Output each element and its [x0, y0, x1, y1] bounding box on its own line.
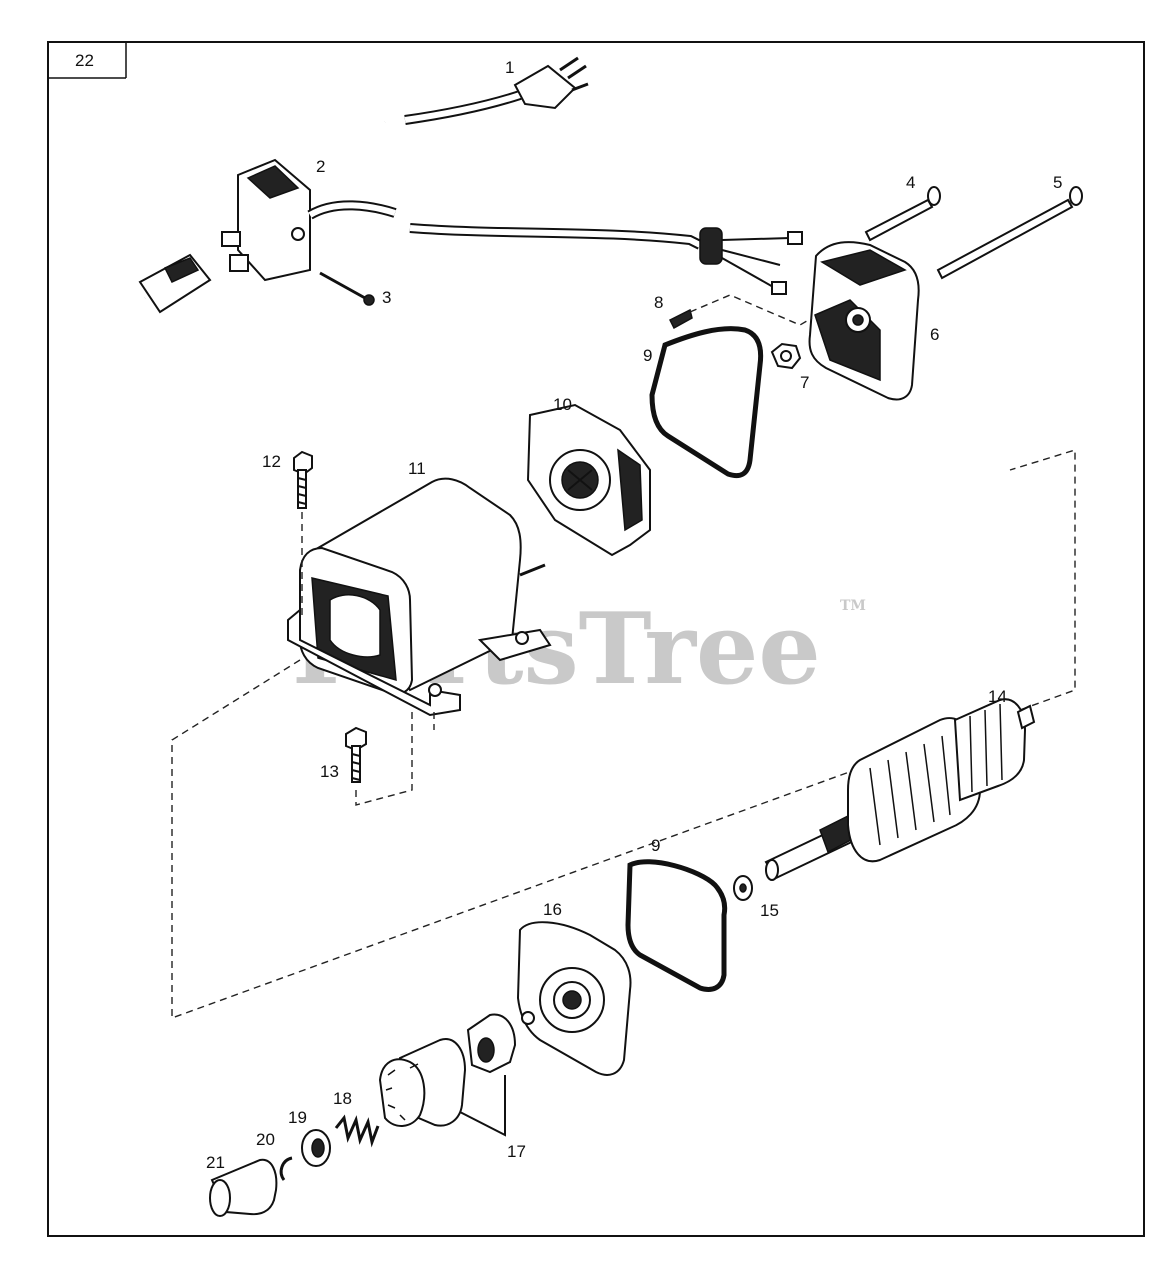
part-1-power-cord	[67, 56, 589, 314]
callout-5: 5	[1053, 173, 1062, 192]
part-7-nut	[770, 342, 802, 370]
part-9-gasket-top	[649, 326, 764, 479]
callout-19: 19	[288, 1108, 307, 1127]
callout-1: 1	[505, 58, 514, 77]
callout-2: 2	[316, 157, 325, 176]
part-6-end-cap	[808, 241, 920, 401]
callout-21: 21	[206, 1153, 225, 1172]
callout-15: 15	[760, 901, 779, 920]
part-19-collar	[301, 1129, 331, 1167]
callout-11: 11	[408, 459, 426, 478]
callout-4: 4	[906, 173, 915, 192]
part-3-screw	[319, 271, 375, 306]
part-11-motor-housing	[287, 477, 552, 717]
callout-7: 7	[800, 373, 809, 392]
part-15-washer	[733, 875, 753, 901]
callout-13: 13	[320, 762, 339, 781]
callout-9-top: 9	[643, 346, 652, 365]
callout-9-bottom: 9	[651, 836, 660, 855]
callout-8: 8	[654, 293, 663, 312]
part-2-switch-box	[221, 158, 803, 295]
part-21-cap	[209, 1158, 278, 1217]
part-18-spring	[334, 1114, 380, 1148]
part-5-bolt	[936, 186, 1083, 280]
callout-14: 14	[988, 687, 1007, 706]
assembly-outline	[171, 449, 1076, 1019]
callout-16: 16	[543, 900, 562, 919]
part-20-retaining-ring	[279, 1156, 293, 1181]
callout-18: 18	[333, 1089, 352, 1108]
part-12-bolt	[293, 450, 313, 615]
part-4-bolt	[864, 186, 941, 242]
part-16-drive-end-plate	[516, 921, 632, 1076]
part-10-brush-plate	[526, 403, 651, 557]
diagram-frame	[47, 41, 1145, 1237]
watermark-trademark: TM	[840, 598, 866, 614]
callout-10: 10	[553, 395, 572, 414]
part-17-drive-assembly	[378, 1013, 517, 1137]
callout-3: 3	[382, 288, 391, 307]
callout-12: 12	[262, 452, 281, 471]
part-8-screw	[668, 294, 813, 330]
callout-20: 20	[256, 1130, 275, 1149]
part-13-bolt	[345, 712, 435, 806]
callout-6: 6	[930, 325, 939, 344]
part-14-armature	[764, 698, 1036, 881]
page-number: 22	[75, 51, 94, 70]
part-9-gasket-bottom	[625, 859, 728, 992]
callout-17: 17	[507, 1142, 526, 1161]
